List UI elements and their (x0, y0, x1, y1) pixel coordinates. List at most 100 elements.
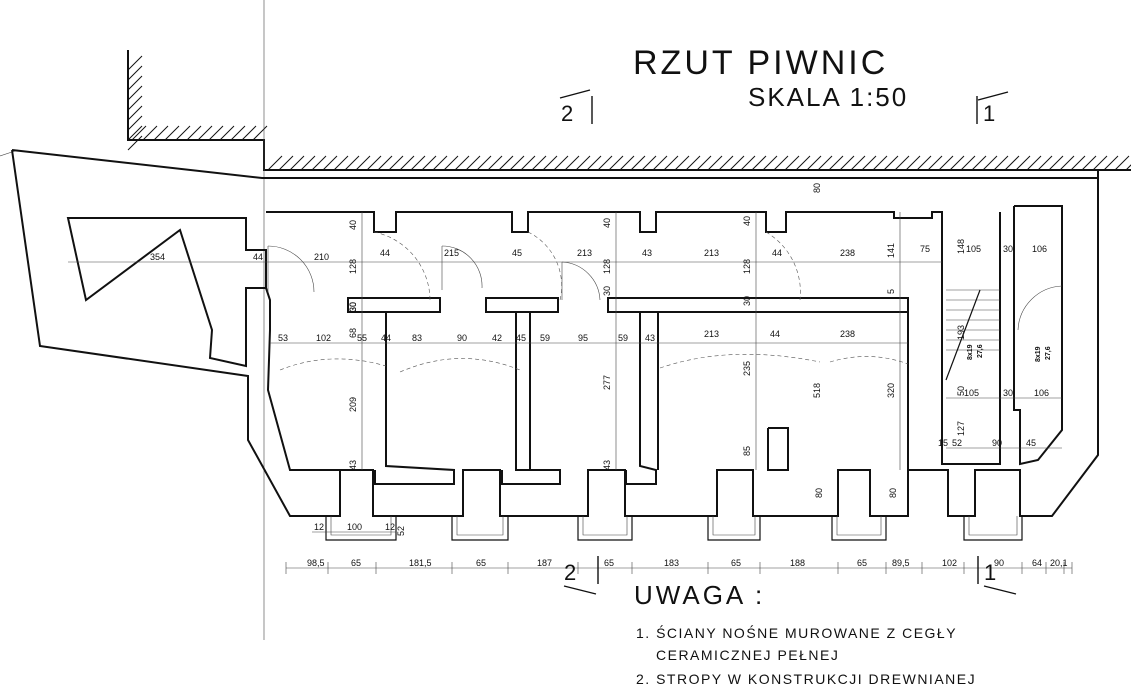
hatch-stroke (894, 155, 910, 171)
hatch-stroke (850, 155, 866, 171)
dim-label: 105 (964, 388, 979, 398)
dim-label: 320 (886, 383, 896, 398)
dim-label: 45 (1026, 438, 1036, 448)
hatch-stroke (1125, 164, 1131, 171)
hatch-stroke (432, 155, 448, 171)
dim-label: 65 (476, 558, 486, 568)
hatch-stroke (674, 155, 690, 171)
section-marker-label: 1 (984, 560, 996, 585)
dim-label: 65 (351, 558, 361, 568)
dim-label: 100 (347, 522, 362, 532)
hatch-stroke (949, 155, 965, 171)
hatch-stroke (127, 105, 143, 121)
stair-label: 8x19 (1035, 346, 1042, 362)
hatch-stroke (1081, 155, 1097, 171)
dim-label: 40 (742, 216, 752, 226)
hatch-stroke (806, 155, 822, 171)
hatch-stroke (153, 125, 169, 141)
hatch-stroke (175, 125, 191, 141)
dim-label: 238 (840, 248, 855, 258)
hatch-stroke (586, 155, 602, 171)
hatch-stroke (267, 155, 283, 171)
note-line-2: CERAMICZNEJ PEŁNEJ (656, 647, 839, 663)
dim-label: 30 (1003, 388, 1013, 398)
hatch-stroke (498, 155, 514, 171)
dim-label: 44 (772, 248, 782, 258)
hatch-stroke (1037, 155, 1053, 171)
hatch-stroke (252, 125, 268, 141)
neighbour-wall-hatch (127, 55, 1131, 171)
hatch-stroke (685, 155, 701, 171)
hatch-stroke (465, 155, 481, 171)
dim-label: 15 (938, 438, 948, 448)
dim-label: 83 (412, 333, 422, 343)
window-well (325, 516, 397, 541)
hatch-stroke (344, 155, 360, 171)
hatch-stroke (663, 155, 679, 171)
dim-label: 141 (886, 243, 896, 258)
dim-label: 40 (602, 218, 612, 228)
hatch-stroke (1092, 155, 1108, 171)
dim-label: 80 (888, 488, 898, 498)
section-marker-1-bottom: 1 (977, 556, 1017, 595)
window-well-inner (712, 516, 756, 536)
note-line-3: 2. STROPY W KONSTRUKCJI DREWNIANEJ (636, 671, 976, 687)
hatch-stroke (916, 155, 932, 171)
hatch-stroke (127, 75, 143, 91)
hatch-stroke (127, 85, 143, 101)
hatch-stroke (542, 155, 558, 171)
dim-label: 65 (731, 558, 741, 568)
hatch-stroke (652, 155, 668, 171)
hatch-stroke (127, 95, 143, 111)
dim-label: 95 (578, 333, 588, 343)
hatch-stroke (762, 155, 778, 171)
window-well (707, 516, 761, 541)
hatch-stroke (186, 125, 202, 141)
dim-label: 89,5 (892, 558, 910, 568)
dim-label: 30 (348, 302, 358, 312)
dims-top-row: 354 44 210 44 215 45 213 43 213 44 238 7… (150, 244, 1047, 262)
dim-label: 85 (742, 446, 752, 456)
hatch-stroke (740, 155, 756, 171)
notes-heading: UWAGA : (634, 580, 765, 610)
hatch-stroke (164, 125, 180, 141)
note-line-1: 1. ŚCIANY NOŚNE MUROWANE Z CEGŁY (636, 624, 957, 641)
dim-label: 30 (348, 302, 358, 312)
hatch-stroke (553, 155, 569, 171)
dim-label: 238 (840, 329, 855, 339)
hatch-stroke (817, 155, 833, 171)
hatch-stroke (1114, 155, 1130, 171)
dim-label: 52 (396, 526, 406, 536)
dims-stair-row: 105 30 106 15 52 90 45 (938, 388, 1049, 448)
hatch-stroke (938, 155, 954, 171)
dim-label: 518 (812, 383, 822, 398)
dim-label: 128 (602, 259, 612, 274)
hatch-stroke (322, 155, 338, 171)
dim-label: 213 (704, 248, 719, 258)
dim-label: 80 (812, 183, 822, 193)
dim-label: 193 (956, 325, 966, 340)
hatch-stroke (421, 155, 437, 171)
hatch-stroke (399, 155, 415, 171)
dim-label: 105 (966, 244, 981, 254)
hatch-stroke (619, 155, 635, 171)
dim-label: 53 (278, 333, 288, 343)
bottom-dimension-ticks (285, 562, 1073, 574)
section-marker-label: 1 (983, 101, 995, 126)
hatch-stroke (575, 155, 591, 171)
dim-label: 59 (618, 333, 628, 343)
hatch-stroke (828, 155, 844, 171)
dim-label: 40 (348, 220, 358, 230)
dim-label: 90 (992, 438, 1002, 448)
dim-label: 106 (1032, 244, 1047, 254)
hatch-stroke (960, 155, 976, 171)
section-marker-2-top: 2 (559, 89, 593, 126)
dim-label: 59 (540, 333, 550, 343)
dim-label: 80 (814, 488, 824, 498)
dim-label: 42 (492, 333, 502, 343)
hatch-stroke (388, 155, 404, 171)
section-marker-label: 2 (564, 560, 576, 585)
hatch-stroke (127, 55, 143, 71)
dim-label: 148 (956, 239, 966, 254)
window-well-inner (582, 516, 628, 536)
